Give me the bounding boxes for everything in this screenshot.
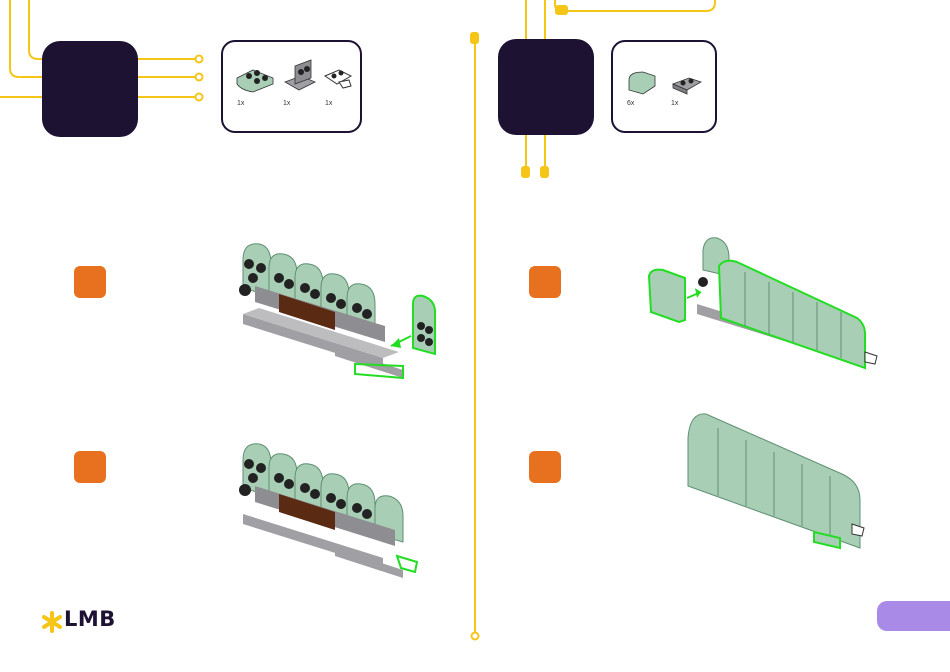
model-assembly-step-1	[235, 238, 445, 388]
round-plate-icon	[233, 60, 277, 96]
model-assembly-step-4	[680, 408, 870, 558]
substep-marker-3	[529, 266, 561, 298]
part-qty-2: 1x	[283, 100, 290, 107]
part-qty-3: 1x	[325, 100, 332, 107]
part-qty-4: 6x	[627, 100, 634, 107]
page-number-tab	[877, 601, 950, 631]
step-number-box-right	[498, 39, 594, 135]
clip-plate-icon	[321, 58, 357, 94]
step-number-box-left	[42, 41, 138, 137]
parts-list-right: 6x 1x	[611, 40, 717, 133]
parts-list-left: 1x 1x 1x	[221, 40, 362, 133]
curved-slope-icon	[625, 68, 661, 100]
logo-text: LMB	[64, 607, 116, 631]
substep-marker-1	[74, 266, 106, 298]
plate-1x2-icon	[669, 72, 705, 98]
asterisk-logo-icon	[41, 611, 63, 633]
substep-marker-4	[529, 451, 561, 483]
bracket-icon	[281, 56, 317, 96]
substep-marker-2	[74, 451, 106, 483]
part-qty-1: 1x	[237, 100, 244, 107]
model-assembly-step-3	[645, 236, 885, 376]
part-qty-5: 1x	[671, 100, 678, 107]
model-assembly-step-2	[235, 438, 435, 583]
